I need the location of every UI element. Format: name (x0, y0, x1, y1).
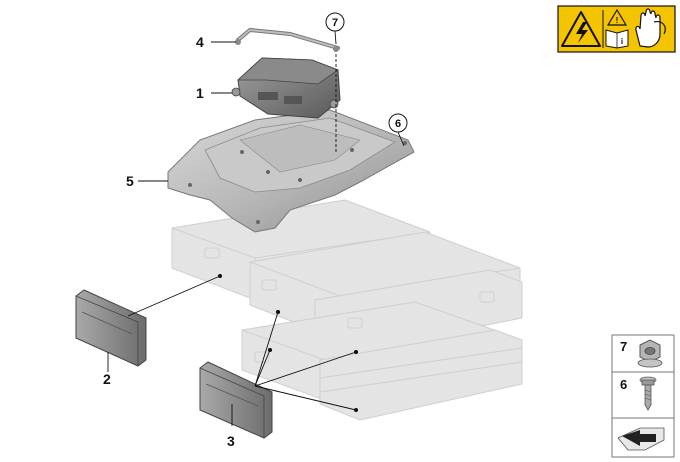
callout-4: 4 (196, 34, 204, 50)
callout-7: 7 (332, 17, 338, 29)
leader-lines (107, 30, 405, 426)
part-1-control-unit (231, 57, 341, 119)
high-voltage-warning-icon (561, 11, 601, 47)
read-manual-icon: ! i (605, 8, 629, 49)
callout-5: 5 (126, 173, 134, 189)
info-glyph: i (621, 37, 623, 46)
module-lower-right (319, 329, 523, 421)
side-item-7-number: 7 (620, 339, 627, 354)
part-4-bracket (235, 27, 340, 52)
direction-arrow-icon (617, 427, 665, 451)
part-5-tray (167, 109, 415, 233)
protective-glove-icon (635, 8, 666, 48)
callout-3: 3 (227, 433, 235, 449)
flange-nut-icon (637, 339, 663, 368)
callout-6: 6 (395, 118, 401, 130)
callout-7-circle: 7 (325, 12, 345, 32)
part-2-side-plate (75, 289, 147, 367)
callout-1: 1 (196, 85, 204, 101)
battery-modules-ghost (171, 199, 523, 421)
flange-bolt-icon (639, 376, 657, 411)
callout-6-circle: 6 (388, 113, 408, 133)
side-parts-panel: 7 6 (611, 334, 675, 458)
side-item-6-number: 6 (620, 377, 627, 392)
warning-label: ! i (557, 5, 676, 53)
svg-text:!: ! (616, 16, 619, 25)
callout-2: 2 (103, 371, 111, 387)
part-3-side-plate (199, 361, 273, 439)
